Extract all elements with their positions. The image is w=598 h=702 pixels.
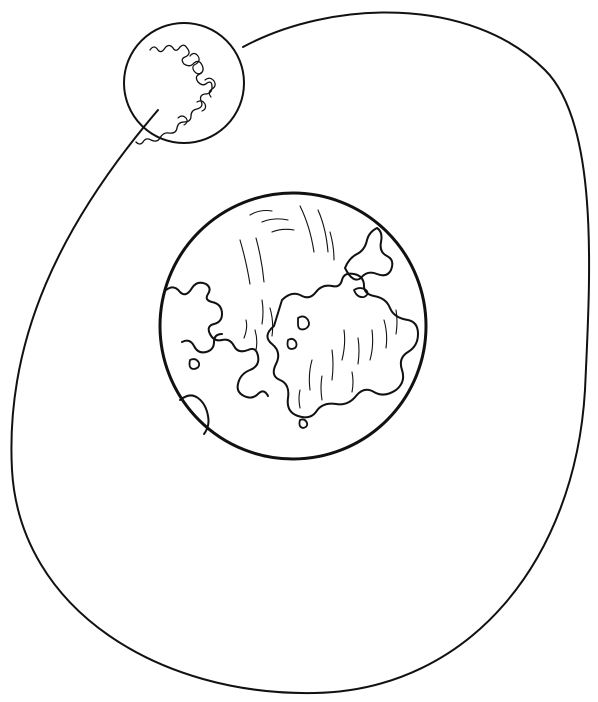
earth-landmass-africa xyxy=(267,274,418,418)
moon xyxy=(124,23,244,144)
earth xyxy=(160,193,426,459)
earth-landmass-north xyxy=(345,228,392,280)
earth-landmass-iberia xyxy=(182,334,222,352)
earth-shading-strokes xyxy=(240,206,397,408)
moon-surface-marks xyxy=(136,45,212,144)
lunar-orbit-path xyxy=(11,12,589,693)
earth-outline xyxy=(160,193,426,459)
earth-landmass-europe xyxy=(166,283,268,398)
